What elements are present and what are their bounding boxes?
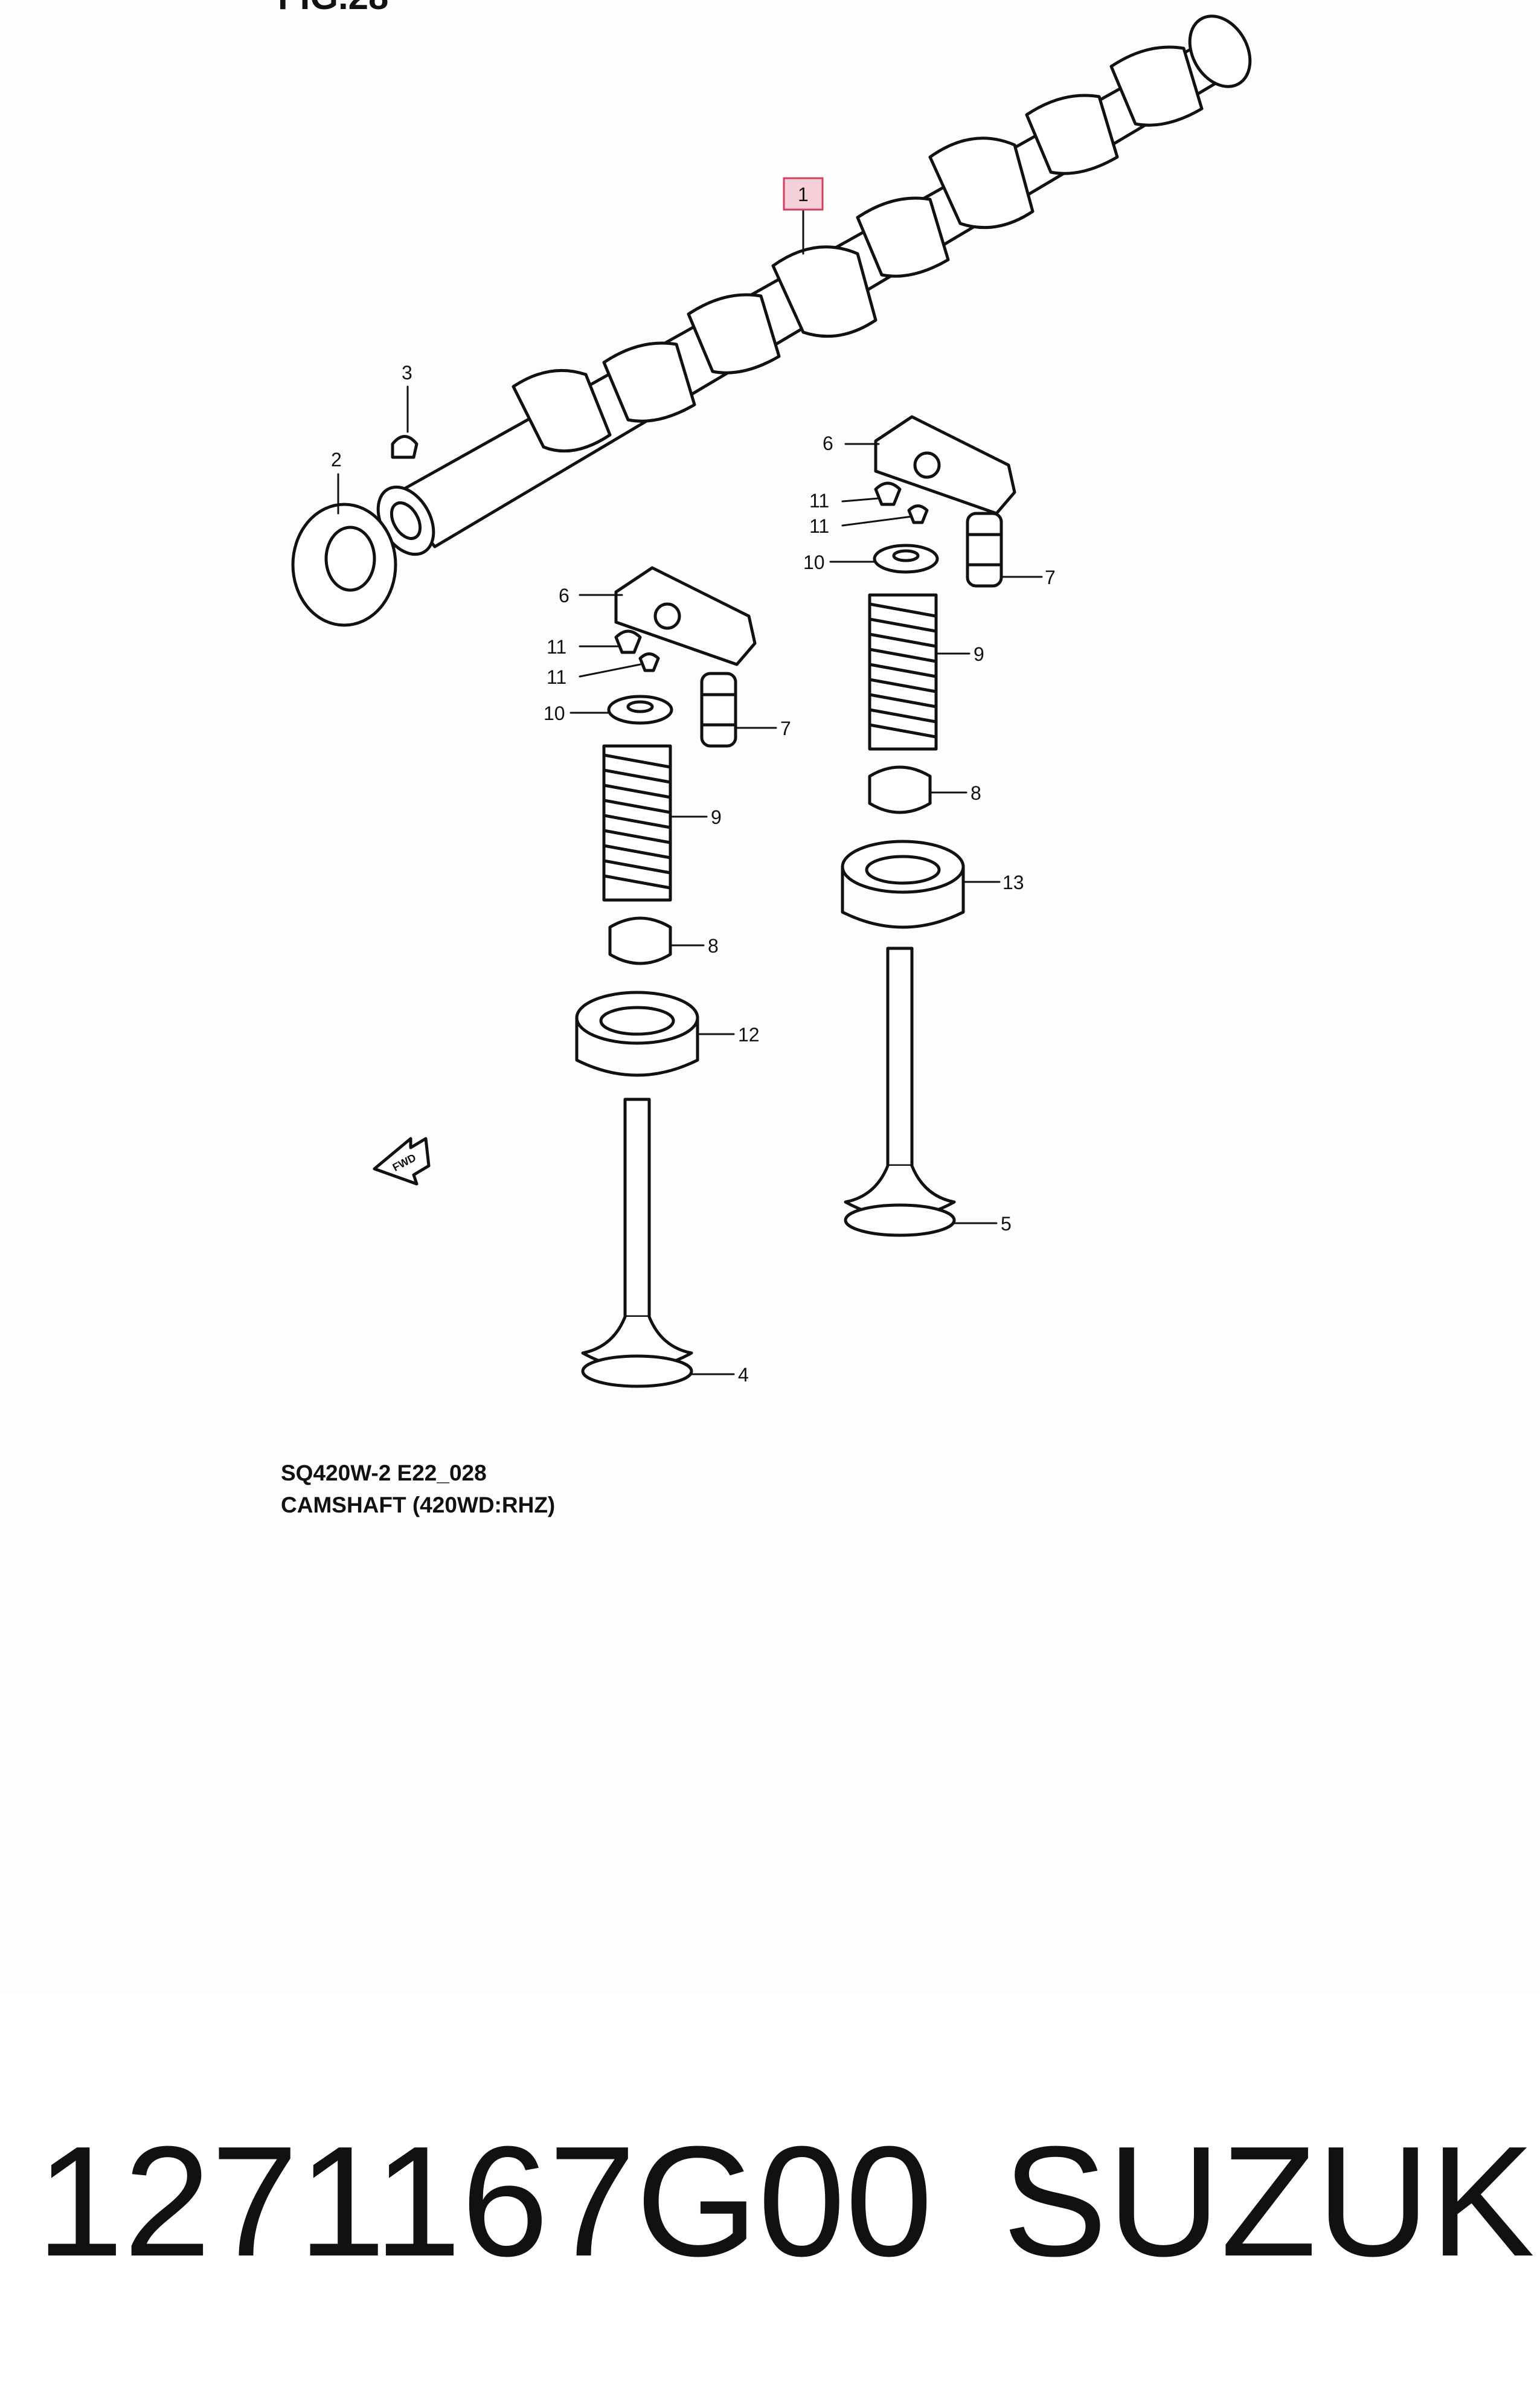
callout-13[interactable]: 13 bbox=[1003, 872, 1024, 893]
callout-8-left[interactable]: 8 bbox=[708, 935, 719, 957]
callout-8-right[interactable]: 8 bbox=[971, 782, 981, 804]
callout-5[interactable]: 5 bbox=[1001, 1213, 1012, 1235]
valve-seat-left[interactable] bbox=[575, 991, 699, 1077]
cotter-right-1[interactable] bbox=[874, 481, 902, 506]
footer-band bbox=[0, 1993, 1540, 2392]
cotter-left-2[interactable] bbox=[638, 652, 660, 672]
camshaft[interactable] bbox=[367, 5, 1262, 564]
fwd-arrow-icon bbox=[373, 1137, 431, 1186]
callout-11-right-2[interactable]: 11 bbox=[809, 515, 829, 537]
callout-1[interactable]: 1 bbox=[798, 184, 809, 205]
rocker-arm-left[interactable] bbox=[614, 566, 757, 666]
intake-valve[interactable] bbox=[581, 1098, 693, 1388]
valve-spring-right[interactable] bbox=[868, 593, 938, 751]
figure-title: CAMSHAFT (420WD:RHZ) bbox=[281, 1493, 556, 1517]
callout-11-right-1[interactable]: 11 bbox=[809, 490, 829, 512]
callout-1-highlight[interactable] bbox=[783, 177, 824, 211]
valve-stem-seal-right[interactable] bbox=[868, 765, 932, 814]
callout-11-left-2[interactable]: 11 bbox=[547, 666, 566, 688]
brand-name: SUZUKI bbox=[1003, 2114, 1540, 2289]
rocker-arm-right[interactable] bbox=[874, 415, 1016, 515]
callout-10-right[interactable]: 10 bbox=[803, 551, 825, 573]
exhaust-valve[interactable] bbox=[844, 947, 956, 1237]
oil-seal[interactable] bbox=[291, 503, 397, 627]
spring-retainer-left[interactable] bbox=[607, 695, 673, 725]
callout-9-right[interactable]: 9 bbox=[974, 643, 984, 665]
lash-adjuster-left[interactable] bbox=[700, 672, 737, 748]
callout-10-left[interactable]: 10 bbox=[544, 702, 565, 724]
valve-spring-left[interactable] bbox=[602, 744, 672, 902]
callout-9-left[interactable]: 9 bbox=[711, 806, 722, 828]
callout-7-left[interactable]: 7 bbox=[780, 718, 791, 739]
spring-retainer-right[interactable] bbox=[873, 544, 939, 574]
figure-label: FIG.28 bbox=[278, 0, 388, 18]
diagram-sheet: FIG.28 bbox=[278, 0, 1262, 1517]
callout-11-left-1[interactable]: 11 bbox=[547, 636, 566, 658]
callout-2[interactable]: 2 bbox=[331, 449, 342, 471]
callout-6-left[interactable]: 6 bbox=[559, 585, 569, 606]
woodruff-key[interactable] bbox=[391, 435, 419, 459]
figure-code: SQ420W-2 E22_028 bbox=[281, 1461, 487, 1485]
part-number: 1271167G00 bbox=[36, 2114, 933, 2289]
callout-6-right[interactable]: 6 bbox=[823, 432, 833, 454]
lash-adjuster-right[interactable] bbox=[966, 512, 1003, 588]
valve-seat-right[interactable] bbox=[841, 840, 965, 929]
exploded-parts-diagram: 1 2 3 6 6 11 11 11 11 10 10 7 7 9 9 8 8 … bbox=[291, 5, 1262, 1388]
cotter-left-1[interactable] bbox=[614, 629, 642, 654]
valve-stem-seal-left[interactable] bbox=[608, 916, 672, 965]
cotter-right-2[interactable] bbox=[907, 504, 929, 524]
callout-12[interactable]: 12 bbox=[738, 1024, 760, 1046]
callout-3[interactable]: 3 bbox=[402, 362, 412, 384]
callout-7-right[interactable]: 7 bbox=[1045, 567, 1056, 588]
callout-4[interactable]: 4 bbox=[738, 1364, 749, 1386]
